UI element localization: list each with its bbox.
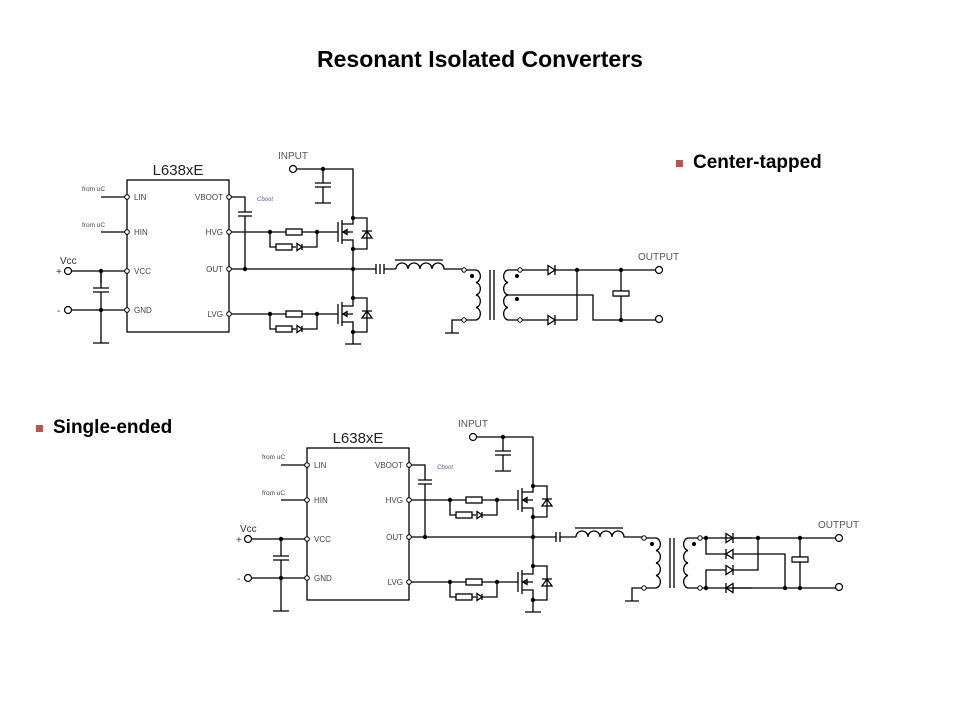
pin-gnd: GND bbox=[134, 306, 152, 315]
vcc-minus-label: - bbox=[57, 306, 60, 317]
bullet-square-icon bbox=[36, 424, 43, 432]
output-plus-terminal[interactable] bbox=[654, 265, 664, 275]
pin-hin: HIN bbox=[134, 228, 148, 237]
from-uc-lin-label: from uC bbox=[262, 454, 285, 461]
cboot-label: Cboot bbox=[437, 465, 453, 471]
high-side-gate-network bbox=[411, 496, 518, 520]
from-uc-lin-label: from uC bbox=[82, 186, 105, 193]
bullet-label: Center-tapped bbox=[693, 152, 822, 173]
transformer-secondary bbox=[503, 267, 621, 323]
output-capacitor bbox=[792, 538, 808, 588]
output-label: OUTPUT bbox=[638, 252, 679, 263]
pin-out: OUT bbox=[206, 265, 223, 274]
vcc-plus-label: + bbox=[236, 535, 242, 546]
bridge-rectifier bbox=[702, 532, 800, 594]
transformer-primary bbox=[445, 269, 495, 334]
low-side-mosfet bbox=[337, 269, 374, 345]
pin-vcc: VCC bbox=[314, 535, 331, 544]
rectifier-diodes bbox=[522, 264, 621, 326]
output-minus-terminal[interactable] bbox=[654, 314, 664, 324]
chip-name: L638xE bbox=[153, 162, 204, 179]
bullet-square-icon bbox=[676, 159, 683, 167]
cboot-capacitor bbox=[231, 196, 252, 269]
input-capacitor bbox=[315, 169, 331, 204]
chip-name: L638xE bbox=[333, 430, 384, 447]
pin-vboot: VBOOT bbox=[375, 461, 403, 470]
input-terminal[interactable] bbox=[468, 432, 478, 442]
pin-vcc: VCC bbox=[134, 267, 151, 276]
vcc-label: Vcc bbox=[60, 256, 77, 267]
vcc-label: Vcc bbox=[240, 524, 257, 535]
transformer-core bbox=[669, 538, 675, 588]
high-side-gate-network bbox=[231, 228, 338, 252]
pin-hvg: HVG bbox=[206, 228, 223, 237]
output-label: OUTPUT bbox=[818, 520, 859, 531]
vcc-decoupling-capacitor bbox=[273, 539, 289, 612]
output-plus-terminal[interactable] bbox=[834, 533, 844, 543]
cboot-label: Cboot bbox=[257, 197, 273, 203]
pin-hin: HIN bbox=[314, 496, 328, 505]
transformer-core bbox=[489, 270, 495, 320]
slide-title: Resonant Isolated Converters bbox=[317, 46, 643, 72]
transformer-secondary bbox=[683, 535, 703, 591]
pin-lvg: LVG bbox=[388, 578, 403, 587]
pin-out: OUT bbox=[386, 533, 403, 542]
cboot-capacitor bbox=[411, 464, 432, 537]
high-side-mosfet bbox=[337, 215, 374, 269]
vcc-minus-terminal[interactable] bbox=[243, 573, 253, 583]
resonant-inductor bbox=[575, 530, 642, 538]
pin-lvg: LVG bbox=[208, 310, 223, 319]
transformer-primary bbox=[625, 537, 675, 602]
vcc-minus-terminal[interactable] bbox=[63, 305, 73, 315]
resonant-capacitor bbox=[353, 264, 396, 274]
vcc-minus-label: - bbox=[237, 574, 240, 585]
output-minus-terminal[interactable] bbox=[834, 582, 844, 592]
vcc-plus-terminal[interactable] bbox=[243, 534, 253, 544]
resonant-capacitor bbox=[533, 532, 576, 542]
input-capacitor bbox=[495, 437, 511, 472]
controller-chip: L638xE LIN HIN VCC GND VBOOT HVG OUT LVG bbox=[304, 430, 412, 601]
low-side-gate-network bbox=[231, 310, 338, 334]
resonant-inductor bbox=[395, 262, 462, 270]
pin-lin: LIN bbox=[314, 461, 327, 470]
bullet-single-ended: Single-ended bbox=[36, 417, 172, 439]
low-side-mosfet bbox=[517, 537, 554, 613]
pin-vboot: VBOOT bbox=[195, 193, 223, 202]
schematic-single-ended: L638xE LIN HIN VCC GND VBOOT HVG OUT LVG… bbox=[236, 419, 859, 613]
schematic-center-tapped: L638xE LIN HIN VCC GND VBOOT HVG OUT LVG… bbox=[56, 151, 679, 345]
input-terminal[interactable] bbox=[288, 164, 298, 174]
low-side-gate-network bbox=[411, 578, 518, 602]
controller-chip: L638xE LIN HIN VCC GND VBOOT HVG OUT LVG bbox=[124, 162, 232, 333]
from-uc-hin-label: from uC bbox=[82, 222, 105, 229]
pin-hvg: HVG bbox=[386, 496, 403, 505]
from-uc-hin-label: from uC bbox=[262, 490, 285, 497]
vcc-plus-label: + bbox=[56, 267, 62, 278]
input-label: INPUT bbox=[278, 151, 308, 162]
bullet-label: Single-ended bbox=[53, 417, 173, 438]
high-side-mosfet bbox=[517, 483, 554, 537]
pin-lin: LIN bbox=[134, 193, 147, 202]
bullet-center-tapped: Center-tapped bbox=[676, 152, 822, 174]
pin-gnd: GND bbox=[314, 574, 332, 583]
vcc-plus-terminal[interactable] bbox=[63, 266, 73, 276]
input-label: INPUT bbox=[458, 419, 488, 430]
